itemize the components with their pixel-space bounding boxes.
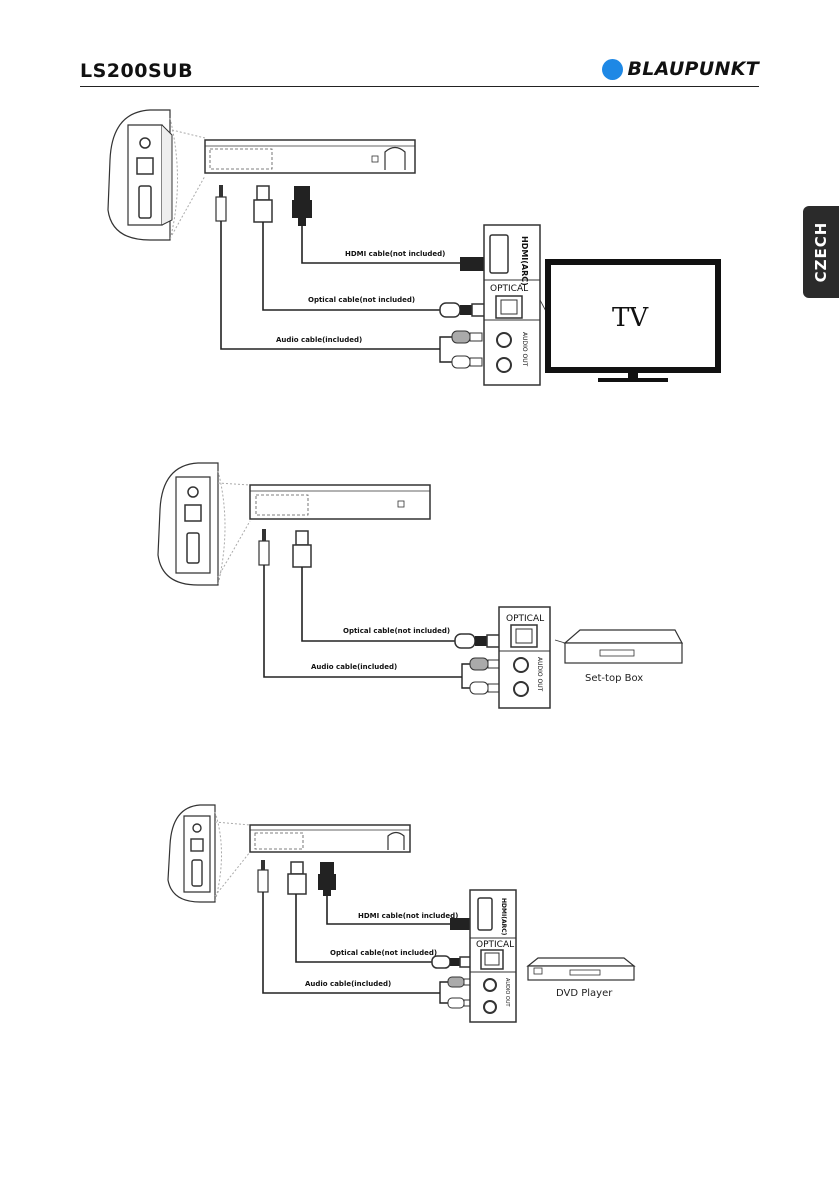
hdmi-cable-label: HDMI cable(not included) (358, 912, 458, 920)
hdmi-arc-port-icon (489, 234, 509, 274)
brand-logo: BLAUPUNKT (602, 58, 759, 80)
hdmi-port-label: HDMI(ARC) (500, 898, 507, 936)
audio-in-port-icon (139, 137, 151, 149)
cable-plugs (215, 185, 312, 226)
connection-diagram-tv: HDMI cable(not included) Optical cable(n… (107, 109, 721, 386)
audio-out-l-icon (496, 332, 512, 348)
connection-diagram-dvd-player: HDMI cable(not included) Optical cable(n… (167, 804, 636, 1023)
audio-in-port-icon (192, 823, 202, 833)
set-top-box-device: Set-top Box (554, 629, 684, 684)
audio-port-label: AUDIO OUT (536, 657, 543, 692)
audio-port-label: AUDIO OUT (521, 332, 528, 367)
tv-label: TV (612, 303, 649, 333)
connection-diagram-set-top-box: Optical cable(not included) Audio cable(… (157, 462, 684, 709)
model-name: LS200SUB (80, 60, 194, 82)
brand-name: BLAUPUNKT (627, 58, 759, 80)
optical-cable-label: Optical cable(not included) (330, 949, 437, 957)
optical-cable-label: Optical cable(not included) (343, 627, 450, 635)
hdmi-arc-port-icon (477, 897, 493, 931)
soundbar-body (249, 824, 411, 853)
tv-connector-panel: HDMI(ARC) OPTICAL AUDIO OUT (483, 224, 557, 386)
soundbar-port-inset (167, 804, 251, 903)
soundbar-port-inset (157, 462, 251, 586)
language-tab: CZECH (803, 206, 839, 298)
soundbar-port-inset (107, 109, 206, 241)
hdmi-in-port-icon (191, 859, 203, 887)
audio-cable-label: Audio cable(included) (276, 336, 362, 344)
cables (263, 565, 462, 678)
hdmi-cable-label: HDMI cable(not included) (345, 250, 445, 258)
dvd-player-label: DVD Player (556, 988, 613, 999)
audio-cable-label: Audio cable(included) (311, 663, 397, 671)
brand-logo-icon (602, 58, 624, 80)
audio-out-l-icon (483, 978, 497, 992)
set-top-box-label: Set-top Box (585, 673, 643, 684)
optical-port-label: OPTICAL (506, 614, 544, 624)
cable-plugs (258, 529, 312, 568)
hdmi-in-port-icon (186, 532, 200, 564)
device-side-plugs (431, 918, 478, 1009)
audio-cable-label: Audio cable(included) (305, 980, 391, 988)
optical-in-port-icon (184, 504, 202, 522)
optical-port-label: OPTICAL (490, 284, 528, 294)
optical-cable-label: Optical cable(not included) (308, 296, 415, 304)
optical-port-label: OPTICAL (476, 940, 514, 950)
set-top-box-connector-panel: OPTICAL AUDIO OUT (498, 606, 551, 709)
soundbar-body (204, 139, 416, 174)
audio-out-r-icon (513, 681, 529, 697)
audio-in-port-icon (187, 486, 199, 498)
dvd-connector-panel: HDMI(ARC) OPTICAL AUDIO OUT (469, 889, 517, 1023)
audio-out-l-icon (513, 657, 529, 673)
soundbar-body (249, 484, 431, 520)
tv-device: TV (545, 259, 721, 382)
cable-plugs (257, 860, 336, 896)
cables (262, 892, 450, 994)
dvd-player-device: DVD Player (526, 957, 636, 999)
optical-in-port-icon (136, 157, 154, 175)
hdmi-port-label: HDMI(ARC) (520, 236, 529, 286)
audio-out-r-icon (483, 1000, 497, 1014)
audio-out-r-icon (496, 357, 512, 373)
optical-in-port-icon (190, 838, 204, 852)
cables (220, 221, 460, 350)
header-divider (80, 86, 759, 87)
hdmi-in-port-icon (138, 185, 152, 219)
audio-port-label: AUDIO OUT (504, 978, 510, 1008)
